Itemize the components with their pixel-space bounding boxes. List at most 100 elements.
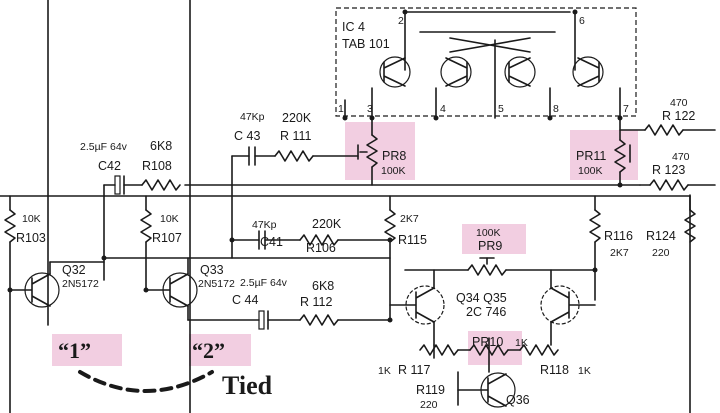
point2-label: “2” bbox=[192, 338, 225, 363]
pr9-resistor bbox=[467, 264, 507, 276]
junction bbox=[592, 267, 598, 273]
point2-highlight bbox=[189, 334, 251, 366]
ic-pin-label: 8 bbox=[553, 103, 559, 115]
ic4-outline bbox=[335, 7, 637, 117]
q33-part: 2N5172 bbox=[198, 278, 235, 290]
c44-plate bbox=[258, 310, 265, 330]
c43-label: C 43 bbox=[234, 129, 260, 143]
r124-value: 220 bbox=[652, 247, 670, 259]
r119-value: 220 bbox=[420, 399, 438, 411]
tied-dashed-link bbox=[78, 370, 214, 393]
c42-plate bbox=[114, 175, 121, 195]
q33-transistor bbox=[103, 257, 391, 308]
r119-label: R119 bbox=[416, 383, 445, 397]
r116-resistor bbox=[589, 209, 601, 243]
pr8-value: 100K bbox=[381, 165, 406, 177]
r107-label: R107 bbox=[152, 231, 182, 245]
r108-label: R108 bbox=[142, 159, 172, 173]
ic-transistor bbox=[504, 56, 536, 88]
r111-resistor bbox=[274, 150, 314, 162]
r123-resistor bbox=[649, 179, 689, 191]
pr8-highlight bbox=[345, 122, 415, 180]
ic-node-6 bbox=[572, 9, 578, 15]
r122-label: R 122 bbox=[662, 109, 695, 123]
r107-value: 10K bbox=[160, 213, 179, 225]
r123-value: 470 bbox=[672, 151, 690, 163]
r122-value: 470 bbox=[670, 97, 688, 109]
r107-resistor bbox=[140, 209, 152, 243]
ic-pin-label: 4 bbox=[440, 103, 446, 115]
pr9-label: PR9 bbox=[478, 239, 502, 253]
ic-pin-label: 7 bbox=[623, 103, 629, 115]
ic4-name: IC 4 bbox=[342, 20, 365, 34]
q32-base-node bbox=[7, 287, 13, 293]
r103-resistor bbox=[4, 209, 16, 243]
r117-value: 1K bbox=[378, 365, 391, 377]
ic-pin-label: 3 bbox=[367, 103, 373, 115]
ic-pin-label: 1 bbox=[338, 103, 344, 115]
ic-pin-label: 5 bbox=[498, 103, 504, 115]
r122-resistor bbox=[644, 124, 684, 136]
r116-value: 2K7 bbox=[610, 247, 629, 259]
pr9-value: 100K bbox=[476, 227, 501, 239]
pr10-highlight bbox=[468, 331, 522, 365]
pr11-label: PR11 bbox=[576, 149, 606, 163]
c42-value: 2.5µF 64v bbox=[80, 141, 128, 153]
pr10-value: 1K bbox=[515, 337, 528, 349]
pr11-highlight bbox=[570, 130, 638, 180]
r115-resistor bbox=[384, 209, 396, 243]
r118-resistor bbox=[519, 344, 559, 356]
r112-resistor bbox=[299, 314, 339, 326]
q32-label: Q32 bbox=[62, 263, 86, 277]
r103-value: 10K bbox=[22, 213, 41, 225]
junction bbox=[229, 237, 235, 243]
r116-label: R116 bbox=[604, 229, 633, 243]
r115-label: R115 bbox=[398, 233, 427, 247]
r112-label: R 112 bbox=[300, 295, 332, 309]
r108-resistor bbox=[141, 179, 181, 191]
q33-base-node bbox=[143, 287, 149, 293]
r111-label: R 111 bbox=[280, 129, 312, 143]
tied-label: Tied bbox=[222, 371, 273, 400]
r124-label: R124 bbox=[646, 229, 676, 243]
ic-node-4 bbox=[433, 115, 439, 121]
r106-value: 220K bbox=[312, 217, 342, 231]
q33-label: Q33 bbox=[200, 263, 224, 277]
q35-transistor bbox=[540, 269, 596, 346]
pr9-highlight bbox=[462, 224, 526, 254]
ic4-part: TAB 101 bbox=[342, 37, 390, 51]
c44-value: 2.5µF 64v bbox=[240, 277, 288, 289]
q34-transistor bbox=[389, 269, 445, 346]
r108-value: 6K8 bbox=[150, 139, 172, 153]
r111-value: 220K bbox=[282, 111, 312, 125]
ic-node-2 bbox=[402, 9, 408, 15]
c44-label: C 44 bbox=[232, 293, 258, 307]
ic-pin-label: 2 bbox=[398, 15, 404, 27]
ic-node-1 bbox=[342, 115, 348, 121]
r123-label: R 123 bbox=[652, 163, 685, 177]
ic-pin-label: 6 bbox=[579, 15, 585, 27]
r106-label: R106 bbox=[306, 241, 336, 255]
r124-resistor bbox=[684, 209, 696, 243]
pr8-label: PR8 bbox=[382, 149, 406, 163]
r118-label: R118 bbox=[540, 363, 569, 377]
ic-transistor bbox=[440, 56, 472, 88]
q34-q35-label: Q34 Q35 bbox=[456, 291, 507, 305]
junction bbox=[387, 317, 393, 323]
c41-value: 47Kp bbox=[252, 219, 277, 231]
r117-resistor bbox=[419, 344, 459, 356]
ic-transistor bbox=[379, 56, 411, 88]
r117-label: R 117 bbox=[398, 363, 430, 377]
junction bbox=[101, 255, 107, 261]
junction bbox=[617, 182, 623, 188]
r112-value: 6K8 bbox=[312, 279, 334, 293]
q36-label: Q36 bbox=[506, 393, 530, 407]
ic-transistor bbox=[572, 56, 604, 88]
c41-label: C41 bbox=[260, 235, 283, 249]
pr10-label: PR10 bbox=[472, 335, 503, 349]
q32-transistor bbox=[9, 261, 105, 308]
junction bbox=[387, 237, 393, 243]
r115-value: 2K7 bbox=[400, 213, 419, 225]
pr11-value: 100K bbox=[578, 165, 603, 177]
